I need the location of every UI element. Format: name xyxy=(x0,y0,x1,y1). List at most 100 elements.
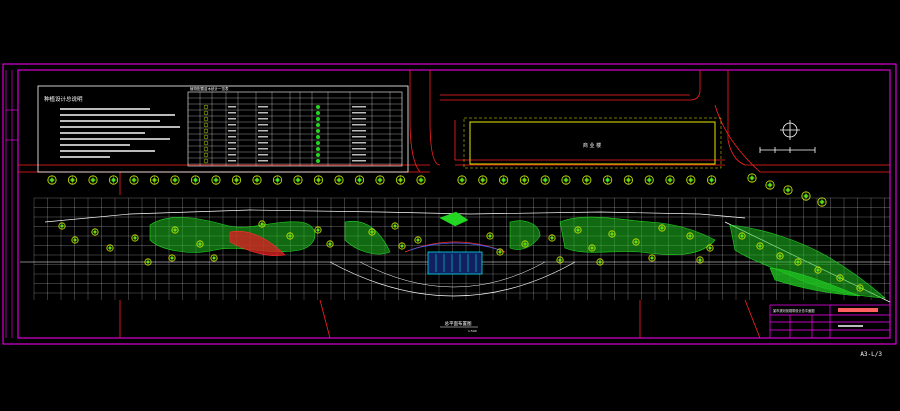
tree-symbol-icon xyxy=(801,191,811,201)
plan-tree-symbol-icon xyxy=(210,254,218,262)
table-cell-text xyxy=(352,112,366,114)
plan-tree-symbol-icon xyxy=(794,258,802,266)
table-cell-text xyxy=(258,136,268,138)
tree-symbol-icon xyxy=(602,175,613,185)
tree-symbol-icon xyxy=(561,175,571,185)
building-label: 商 业 楼 xyxy=(583,142,601,149)
table-cell-text xyxy=(352,142,366,144)
titleblock-name: 某市滨河景观带设计总平面图 xyxy=(773,308,814,313)
table-cell-text xyxy=(228,142,236,144)
table-cell-text xyxy=(258,130,268,132)
tree-symbol-icon xyxy=(293,175,303,185)
table-cell-text xyxy=(258,148,268,150)
table-plant-symbol xyxy=(203,134,209,140)
plant-table-title: 植物配置苗木统计一览表 xyxy=(190,86,229,91)
tree-symbol-icon xyxy=(416,175,426,185)
table-cell-text xyxy=(228,130,236,132)
table-cell-text xyxy=(258,154,268,156)
table-cell-text xyxy=(258,106,268,108)
tree-symbol-icon xyxy=(644,175,654,185)
tree-symbol-icon xyxy=(354,175,365,185)
tree-symbol-icon xyxy=(313,175,324,185)
table-cell-text xyxy=(352,106,366,108)
table-cell-text xyxy=(228,124,236,126)
plan-tree-symbol-icon xyxy=(556,256,564,264)
tree-symbol-icon xyxy=(272,175,283,185)
plan-tree-symbol-icon xyxy=(658,224,666,232)
commercial-building xyxy=(463,117,722,169)
drawing-frame xyxy=(2,63,897,345)
table-cell-text xyxy=(352,160,366,162)
table-cell-text xyxy=(258,118,268,120)
tree-symbol-icon xyxy=(190,175,201,185)
table-plant-symbol xyxy=(203,128,209,134)
site-boundary-top xyxy=(44,209,746,223)
tree-symbol-icon xyxy=(498,175,509,185)
table-plant-symbol xyxy=(203,146,209,152)
table-plant-symbol xyxy=(203,152,209,158)
tree-symbol-icon xyxy=(211,175,221,185)
table-plant-symbol xyxy=(316,129,320,133)
scale-bar-icon xyxy=(759,147,816,153)
tree-symbol-icon xyxy=(765,180,775,190)
table-cell-text xyxy=(258,142,268,144)
table-plant-symbol xyxy=(203,116,209,122)
plan-tree-symbol-icon xyxy=(196,240,204,248)
table-plant-symbol xyxy=(203,122,209,128)
tree-symbol-icon xyxy=(817,197,827,207)
tree-symbol-icon xyxy=(747,173,757,183)
tree-symbol-icon xyxy=(67,175,78,185)
plan-tree-symbol-icon xyxy=(131,234,139,242)
plan-tree-symbol-icon xyxy=(168,254,176,262)
plan-tree-symbol-icon xyxy=(696,256,704,264)
table-plant-symbol xyxy=(203,158,209,164)
tree-symbol-icon xyxy=(375,175,385,185)
table-cell-text xyxy=(352,124,366,126)
tree-symbol-icon xyxy=(170,175,180,185)
plan-tree-symbol-icon xyxy=(314,226,322,234)
plan-tree-symbol-icon xyxy=(368,228,376,236)
table-cell-text xyxy=(228,136,236,138)
plan-tree-symbol-icon xyxy=(706,244,714,252)
plan-tree-symbol-icon xyxy=(398,242,406,250)
central-plaza xyxy=(404,211,506,275)
tree-symbol-icon xyxy=(519,175,530,185)
table-plant-symbol xyxy=(316,117,320,121)
table-cell-text xyxy=(258,112,268,114)
table-plant-symbol xyxy=(203,140,209,146)
planting-beds xyxy=(149,216,886,299)
table-plant-symbol xyxy=(316,141,320,145)
tree-symbol-icon xyxy=(231,175,242,185)
tree-symbol-icon xyxy=(334,175,344,185)
tree-symbol-icon xyxy=(783,185,793,195)
notes-text-lines xyxy=(60,108,180,158)
plan-tree-symbol-icon xyxy=(596,258,604,266)
plan-tree-symbol-icon xyxy=(106,244,114,252)
tree-symbol-icon xyxy=(457,175,467,185)
plan-tree-symbol-icon xyxy=(776,252,784,260)
table-cell-text xyxy=(352,148,366,150)
table-plant-symbol xyxy=(316,123,320,127)
table-cell-text xyxy=(258,160,268,162)
plan-tree-symbol-icon xyxy=(548,234,556,242)
plan-tree-symbol-icon xyxy=(521,240,529,248)
tree-symbol-icon xyxy=(108,175,119,185)
table-plant-symbol xyxy=(316,111,320,115)
tree-symbol-icon xyxy=(88,175,98,185)
tree-symbol-icon xyxy=(665,175,675,185)
plan-tree-symbol-icon xyxy=(814,266,822,274)
plan-caption: 总平面布置图 xyxy=(445,320,472,327)
tree-symbol-icon xyxy=(686,175,696,185)
table-cell-text xyxy=(228,148,236,150)
plaza-arc-outer xyxy=(329,261,576,297)
table-plant-symbol xyxy=(203,104,209,110)
plan-tree-symbol-icon xyxy=(588,244,596,252)
plan-scale: 1:500 xyxy=(468,329,477,333)
table-cell-text xyxy=(228,160,236,162)
plan-tree-symbol-icon xyxy=(171,226,179,234)
north-arrow-icon xyxy=(780,120,800,140)
table-cell-text xyxy=(228,106,236,108)
plan-tree-symbol-icon xyxy=(836,274,844,282)
plan-tree-symbol-icon xyxy=(486,232,494,240)
